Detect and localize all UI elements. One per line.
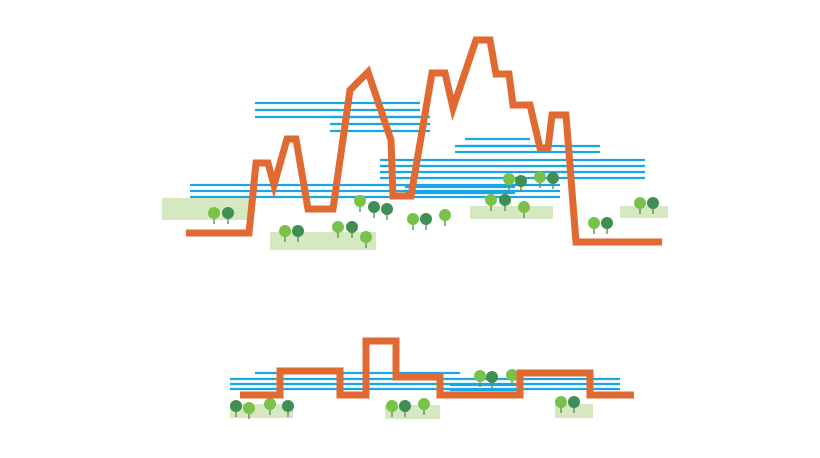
tree-crown: [518, 201, 530, 213]
tree-icon: [547, 172, 559, 189]
skyline-outline-bottom: [240, 337, 634, 399]
ground-patch: [470, 206, 553, 219]
tree-crown: [568, 396, 580, 408]
tree-crown: [534, 171, 546, 183]
tree-icon: [647, 197, 659, 214]
tree-crown: [292, 225, 304, 237]
tree-crown: [503, 173, 515, 185]
tree-crown: [634, 197, 646, 209]
skyline-outline-top: [186, 36, 662, 246]
tree-icon: [420, 213, 432, 230]
tree-crown: [208, 207, 220, 219]
tree-crown: [368, 201, 380, 213]
tree-icon: [499, 194, 511, 211]
tree-icon: [634, 197, 646, 214]
ground-patch: [620, 206, 668, 218]
tree-crown: [386, 400, 398, 412]
tree-icon: [264, 398, 276, 415]
flat-skyline-panel: [230, 337, 634, 419]
tree-crown: [381, 203, 393, 215]
ground-patch: [162, 198, 252, 220]
tree-icon: [368, 201, 380, 218]
tree-crown: [407, 213, 419, 225]
tree-icon: [292, 225, 304, 242]
tree-icon: [485, 194, 497, 211]
tree-crown: [399, 400, 411, 412]
tree-crown: [282, 400, 294, 412]
tree-crown: [243, 402, 255, 414]
tree-icon: [230, 400, 242, 417]
tall-skyline-panel: [162, 36, 668, 250]
tree-crown: [279, 225, 291, 237]
tree-icon: [399, 400, 411, 417]
tree-icon: [346, 221, 358, 238]
tree-icon: [386, 400, 398, 417]
tree-crown: [515, 175, 527, 187]
tree-crown: [332, 221, 344, 233]
tree-crown: [439, 209, 451, 221]
trees-bottom: [230, 369, 580, 419]
tree-crown: [360, 231, 372, 243]
tree-crown: [222, 207, 234, 219]
tree-icon: [555, 396, 567, 413]
tree-icon: [282, 400, 294, 417]
tree-crown: [485, 194, 497, 206]
tree-icon: [279, 225, 291, 242]
tree-icon: [503, 173, 515, 190]
tree-crown: [555, 396, 567, 408]
tree-icon: [332, 221, 344, 238]
tree-icon: [534, 171, 546, 188]
tree-icon: [518, 201, 530, 218]
tree-crown: [264, 398, 276, 410]
tree-crown: [346, 221, 358, 233]
tree-crown: [486, 371, 498, 383]
tree-crown: [601, 217, 613, 229]
tree-icon: [360, 231, 372, 248]
tree-icon: [208, 207, 220, 224]
tree-icon: [243, 402, 255, 419]
tree-icon: [381, 203, 393, 220]
tree-icon: [439, 209, 451, 226]
tree-icon: [486, 371, 498, 388]
tree-crown: [499, 194, 511, 206]
tree-icon: [506, 369, 518, 386]
tree-icon: [601, 217, 613, 234]
tree-crown: [230, 400, 242, 412]
tree-icon: [474, 370, 486, 387]
tree-crown: [474, 370, 486, 382]
trees-top: [208, 171, 659, 248]
tree-crown: [506, 369, 518, 381]
tree-icon: [568, 396, 580, 413]
tree-icon: [515, 175, 527, 192]
tree-crown: [647, 197, 659, 209]
tree-crown: [547, 172, 559, 184]
tree-icon: [588, 217, 600, 234]
tree-crown: [354, 195, 366, 207]
tree-crown: [420, 213, 432, 225]
tree-crown: [418, 398, 430, 410]
tree-crown: [588, 217, 600, 229]
tree-icon: [354, 195, 366, 212]
tree-icon: [222, 207, 234, 224]
tree-icon: [418, 398, 430, 415]
tree-icon: [407, 213, 419, 230]
